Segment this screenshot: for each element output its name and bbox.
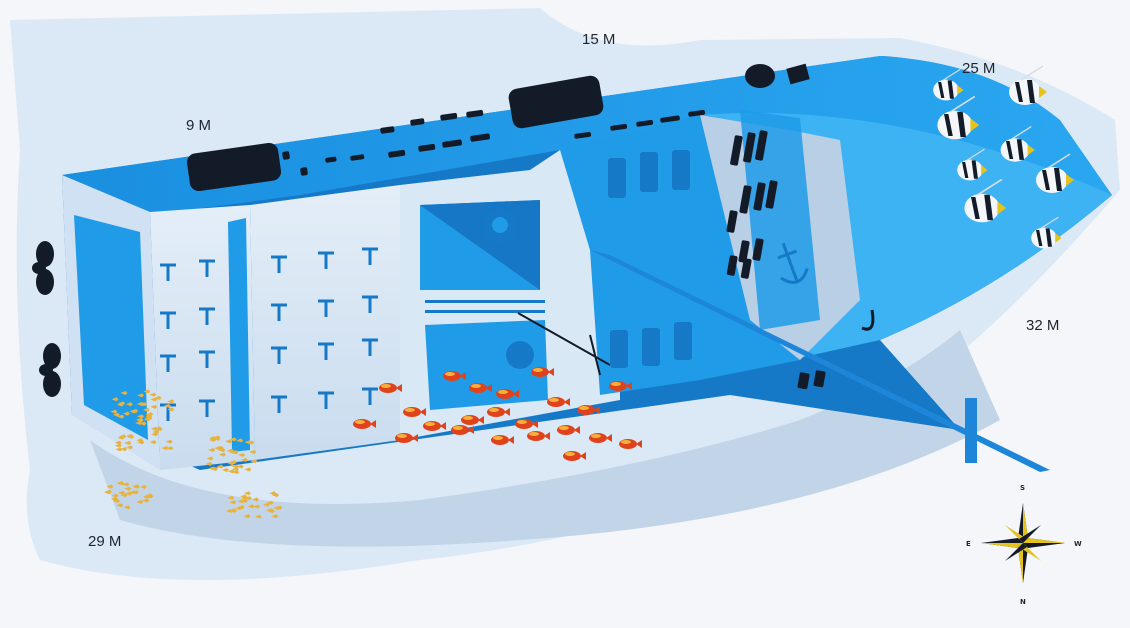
fish-fin (533, 368, 543, 372)
fish-body (1031, 228, 1057, 249)
fish-fin (471, 384, 481, 388)
fish-fin (529, 432, 539, 436)
fish-fin (579, 406, 589, 410)
compass-label-s: S (1020, 484, 1025, 492)
fish-fin (493, 436, 503, 440)
bow-hatch-1 (745, 64, 775, 88)
fish-body (937, 111, 972, 140)
fish-fin (425, 422, 435, 426)
depth-label-32m: 32 M (1026, 317, 1059, 334)
fish-body (933, 80, 959, 101)
deck-opening (300, 167, 308, 176)
fish-fin (381, 384, 391, 388)
fish-fin (549, 398, 559, 402)
mast-crossbar (965, 398, 977, 463)
side-window (610, 330, 628, 368)
fish-fin (621, 440, 631, 444)
side-window (672, 150, 690, 190)
side-window (642, 328, 660, 366)
compass-label-e: E (966, 540, 971, 548)
fish-fin (355, 420, 365, 424)
engine-stripes (425, 300, 545, 303)
fish-fin (498, 390, 508, 394)
fish-body (1009, 79, 1041, 105)
fish-fin (397, 434, 407, 438)
fish-fin (445, 372, 455, 376)
fish-fin (463, 416, 473, 420)
depth-label-9m: 9 M (186, 117, 211, 134)
side-window (608, 158, 626, 198)
compass-label-n: N (1020, 598, 1026, 606)
fish-fin (405, 408, 415, 412)
depth-label-25m: 25 M (962, 60, 995, 77)
fish-fin (559, 426, 569, 430)
fish-body (1036, 167, 1068, 193)
side-window (674, 322, 692, 360)
fish-body (1001, 138, 1030, 161)
fish-fin (453, 426, 463, 430)
compass-rose-icon (981, 503, 1065, 583)
deck-opening (282, 151, 290, 160)
fish-fin (591, 434, 601, 438)
porthole-2 (506, 341, 534, 369)
engine-stripe-2 (425, 310, 545, 313)
fish-fin (489, 408, 499, 412)
compass-label-w: W (1074, 540, 1082, 548)
fish-fin (565, 452, 575, 456)
side-window (640, 152, 658, 192)
fish-fin (611, 382, 621, 386)
cabin-block-2 (250, 185, 400, 460)
porthole-1-inner (492, 217, 508, 233)
depth-label-15m: 15 M (582, 31, 615, 48)
fish-body (964, 194, 999, 223)
fish-fin (517, 420, 527, 424)
depth-label-29m: 29 M (88, 533, 121, 550)
fish-body (957, 160, 983, 181)
